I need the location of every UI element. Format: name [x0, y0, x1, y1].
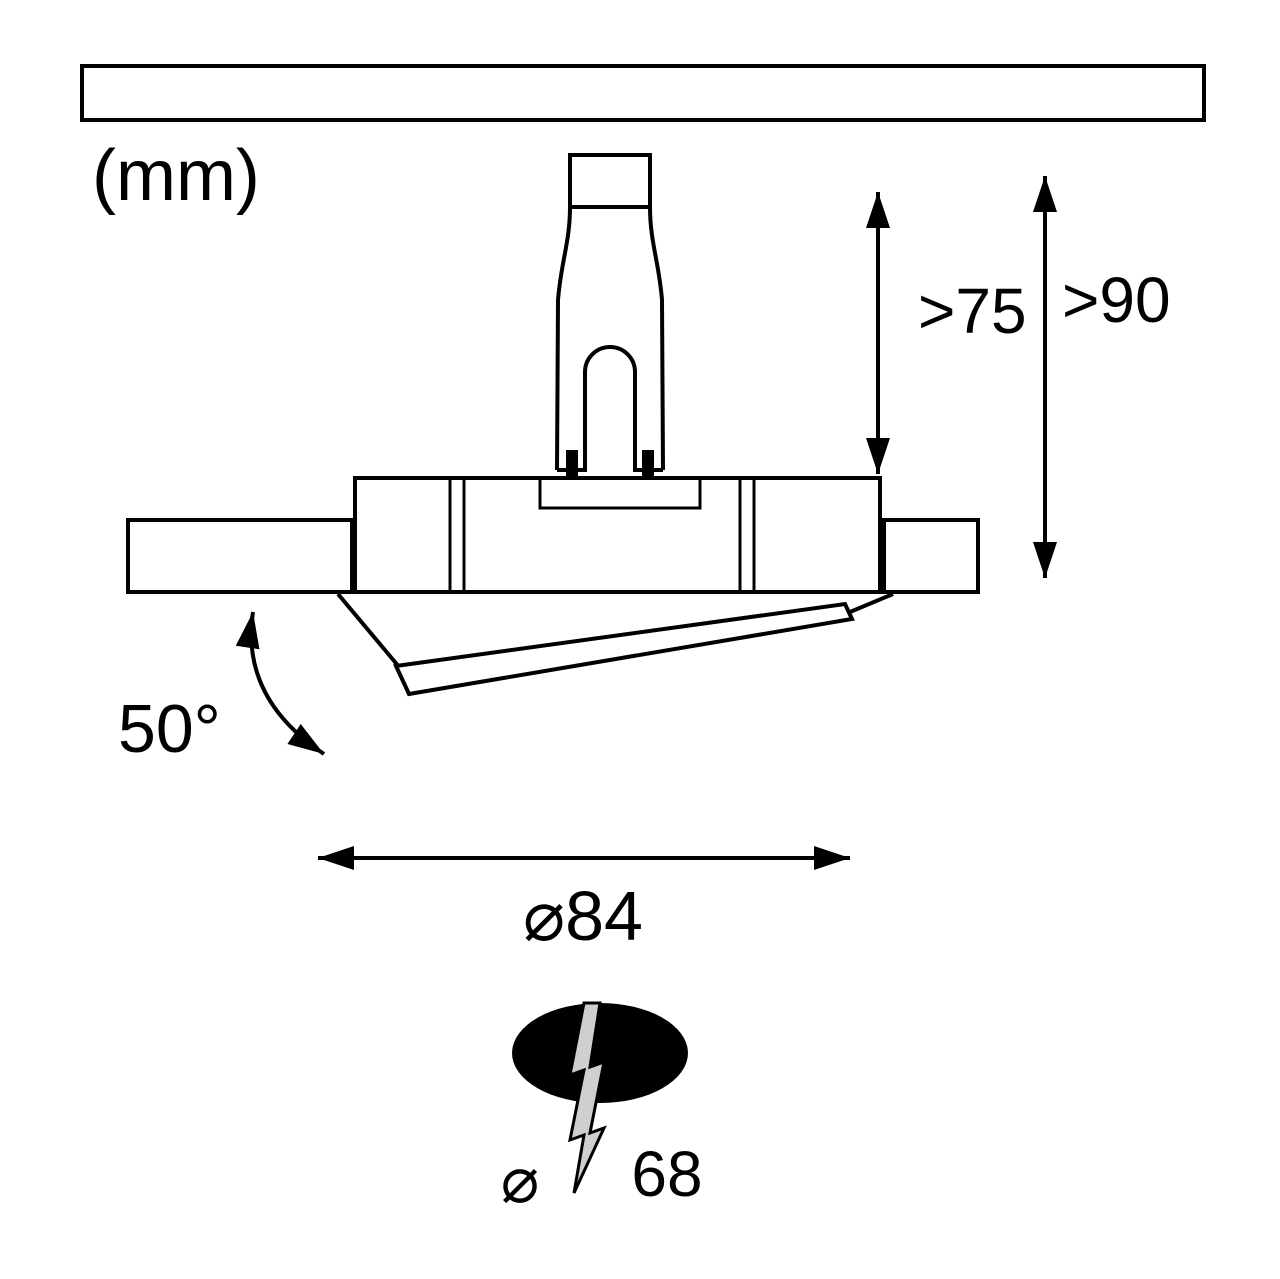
cutout-hole-group: ⌀ 68	[501, 1001, 703, 1216]
reflector-face	[393, 601, 855, 697]
spring-slot-right	[738, 480, 756, 590]
cable-housing-right-wall	[648, 206, 665, 471]
dim-label-recess-depth: >75	[918, 275, 1027, 347]
cable-clamp-slot	[583, 345, 637, 472]
clamp-foot-right	[642, 450, 654, 478]
lamp-socket	[538, 478, 702, 510]
reflector-side-left	[336, 592, 402, 670]
reflector-side-right	[849, 592, 894, 614]
ceiling-panel	[80, 64, 1206, 122]
tilt-angle-label: 50°	[118, 691, 221, 767]
fixture-body	[353, 476, 882, 594]
dim-label-total-depth: >90	[1062, 264, 1171, 336]
cutout-diameter-symbol: ⌀	[501, 1144, 540, 1216]
lightning-bolt-icon	[568, 1001, 607, 1194]
spring-slot-left	[448, 480, 466, 590]
units-label: (mm)	[92, 136, 260, 216]
mounting-flange-left	[126, 518, 354, 594]
fixture-cross-section	[126, 153, 980, 697]
mounting-flange-right	[882, 518, 980, 594]
cable-housing-collar	[568, 153, 652, 209]
clamp-foot-left	[566, 450, 578, 478]
cable-housing	[555, 153, 665, 478]
cutout-diameter-value: 68	[631, 1138, 702, 1210]
tilt-arc-arrow	[235, 611, 326, 756]
cutout-hole	[512, 1003, 688, 1103]
dim-label-outer-diameter: ⌀84	[523, 877, 643, 955]
cable-housing-left-wall	[555, 206, 572, 471]
reflector	[336, 592, 894, 697]
